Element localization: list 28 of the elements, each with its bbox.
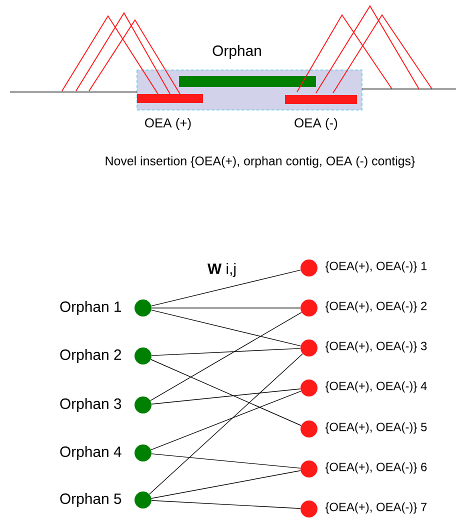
connector-line [150, 312, 302, 401]
connector-line [150, 359, 302, 426]
node-label: {OEA(+), OEA(-)} 2 [325, 301, 427, 313]
node-label: Orphan 2 [60, 349, 122, 363]
connector-line [151, 500, 301, 509]
node-label: Orphan 3 [60, 398, 122, 412]
node-label: Orphan 5 [60, 493, 122, 507]
connector-line [151, 470, 301, 499]
text-label: Orphan [212, 45, 261, 59]
connector-line [151, 270, 301, 306]
node-label: {OEA(+), OEA(-)} 4 [325, 381, 427, 393]
node-label: Orphan 1 [60, 301, 122, 315]
node-label: {OEA(+), OEA(-)} 1 [325, 261, 427, 273]
connector-line [151, 388, 301, 404]
edge-label: W i,j [208, 263, 236, 277]
node-label: Orphan 4 [60, 446, 122, 460]
connector-line [149, 354, 303, 494]
connector-line [151, 453, 301, 469]
node-label: {OEA(+), OEA(-)} 7 [325, 502, 427, 514]
node-label: {OEA(+), OEA(-)} 6 [325, 462, 427, 474]
connector-line [150, 390, 302, 450]
text-label: OEA (-) [294, 118, 338, 130]
node-label: {OEA(+), OEA(-)} 5 [325, 422, 427, 434]
connector-line [151, 310, 301, 346]
text-label: Novel insertion {OEA(+), orphan contig, OEA (-) contigs} [106, 156, 415, 168]
text-label: OEA (+) [145, 118, 191, 130]
connector-line [151, 348, 301, 356]
node-label: {OEA(+), OEA(-)} 3 [325, 341, 427, 353]
